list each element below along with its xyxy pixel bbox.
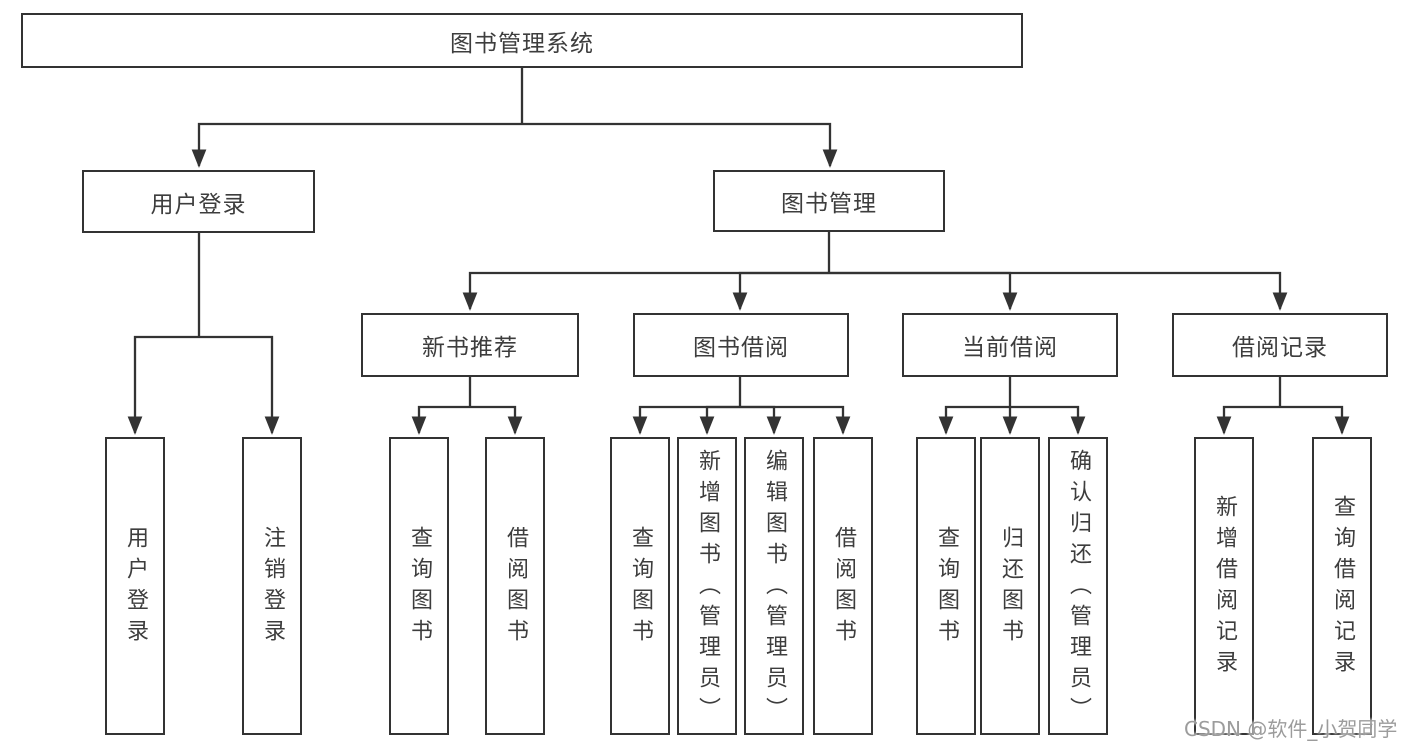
node-book-borrow: 图书借阅: [633, 313, 849, 377]
leaf-borrow-query-books: 查询图书: [610, 437, 670, 735]
leaf-recommend-borrow-books-label: 借阅图书: [503, 526, 528, 650]
leaf-recommend-query-books-label: 查询图书: [407, 526, 432, 650]
leaf-return-books-label: 归还图书: [998, 526, 1023, 650]
leaf-borrow-query-books-label: 查询图书: [628, 526, 653, 650]
leaf-logout: 注销登录: [242, 437, 302, 735]
leaf-recommend-query-books: 查询图书: [389, 437, 449, 735]
leaf-return-books: 归还图书: [980, 437, 1040, 735]
leaf-query-borrow-record: 查询借阅记录: [1312, 437, 1372, 735]
leaf-user-login-label: 用户登录: [123, 526, 148, 650]
leaf-logout-label: 注销登录: [260, 526, 285, 650]
leaf-confirm-return-admin: 确认归还（管理员）: [1048, 437, 1108, 735]
leaf-lend-books-label: 借阅图书: [831, 526, 856, 650]
node-user-login: 用户登录: [82, 170, 315, 233]
leaf-add-books-admin-label: 新增图书（管理员）: [695, 448, 720, 728]
node-borrow-records: 借阅记录: [1172, 313, 1388, 377]
csdn-watermark: CSDN @软件_小贺同学: [1184, 717, 1398, 741]
leaf-lend-books: 借阅图书: [813, 437, 873, 735]
leaf-edit-books-admin: 编辑图书（管理员）: [744, 437, 804, 735]
leaf-recommend-borrow-books: 借阅图书: [485, 437, 545, 735]
node-current-borrow: 当前借阅: [902, 313, 1118, 377]
leaf-query-borrow-record-label: 查询借阅记录: [1330, 495, 1355, 681]
leaf-edit-books-admin-label: 编辑图书（管理员）: [762, 448, 787, 728]
leaf-current-query-books: 查询图书: [916, 437, 976, 735]
leaf-add-borrow-record-label: 新增借阅记录: [1212, 495, 1237, 681]
leaf-add-borrow-record: 新增借阅记录: [1194, 437, 1254, 735]
node-new-book-recommend: 新书推荐: [361, 313, 579, 377]
leaf-current-query-books-label: 查询图书: [934, 526, 959, 650]
leaf-add-books-admin: 新增图书（管理员）: [677, 437, 737, 735]
node-root: 图书管理系统: [21, 13, 1023, 68]
node-book-management: 图书管理: [713, 170, 945, 232]
leaf-confirm-return-admin-label: 确认归还（管理员）: [1066, 448, 1091, 728]
leaf-user-login: 用户登录: [105, 437, 165, 735]
